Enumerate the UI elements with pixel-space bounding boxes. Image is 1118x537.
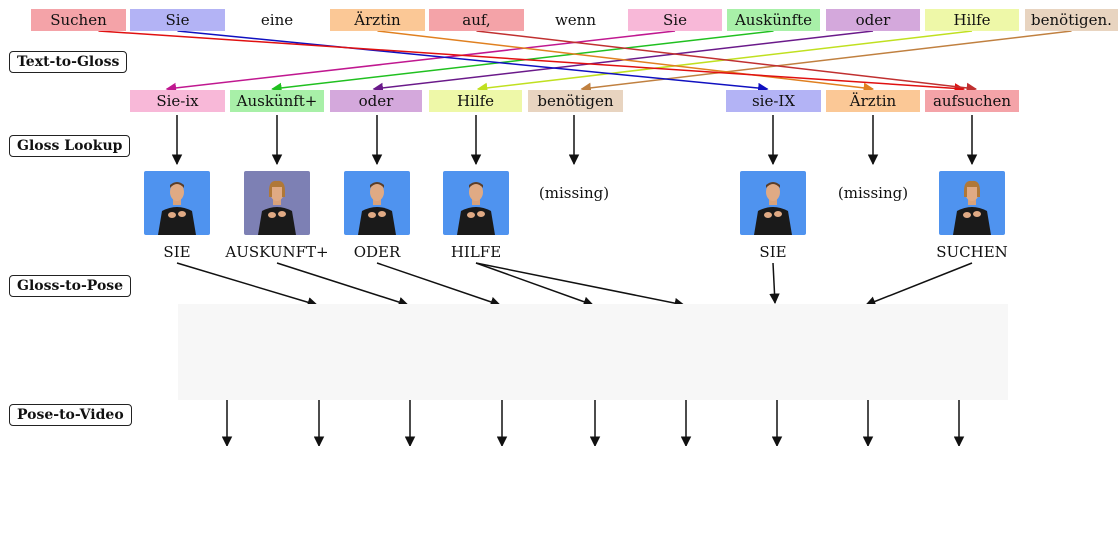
pose-arrow bbox=[769, 262, 780, 305]
missing-entry: (missing) bbox=[837, 184, 909, 202]
source-word: wenn bbox=[528, 9, 623, 31]
stage-label-pose-to-video: Pose-to-Video bbox=[9, 404, 132, 426]
pose-arrow bbox=[475, 262, 594, 307]
source-word: Sie bbox=[130, 9, 225, 31]
video-strip bbox=[178, 446, 1008, 537]
source-word: Auskünfte bbox=[727, 9, 820, 31]
sign-video-thumbnail bbox=[344, 171, 410, 235]
pose-strip bbox=[178, 304, 1008, 400]
sign-video-thumbnail bbox=[740, 171, 806, 235]
gloss-token: Ärztin bbox=[826, 90, 920, 112]
source-word: Ärztin bbox=[330, 9, 425, 31]
pose-arrow bbox=[176, 262, 319, 308]
gloss-caption: ODER bbox=[353, 243, 401, 261]
mapping-arrow bbox=[177, 30, 769, 94]
sign-video-thumbnail bbox=[443, 171, 509, 235]
source-word: Suchen bbox=[31, 9, 126, 31]
mapping-arrow bbox=[98, 30, 966, 94]
source-word: Hilfe bbox=[925, 9, 1019, 31]
gloss-caption: SIE bbox=[163, 243, 191, 261]
sign-video-thumbnail bbox=[244, 171, 310, 235]
gloss-token: Sie-ix bbox=[130, 90, 225, 112]
source-word: oder bbox=[826, 9, 920, 31]
gloss-caption: AUSKUNFT+ bbox=[225, 243, 329, 261]
pose-arrow bbox=[376, 262, 501, 307]
mapping-arrow bbox=[476, 30, 978, 94]
pose-arrow bbox=[475, 262, 686, 309]
gloss-token: benötigen bbox=[528, 90, 623, 112]
pose-arrow bbox=[865, 262, 973, 307]
gloss-caption: SUCHEN bbox=[936, 243, 1008, 261]
sign-video-thumbnail bbox=[939, 171, 1005, 235]
mapping-arrow bbox=[377, 30, 875, 94]
stage-label-gloss-lookup: Gloss Lookup bbox=[9, 135, 131, 157]
stage-label-gloss-to-pose: Gloss-to-Pose bbox=[9, 275, 132, 297]
gloss-token: sie-IX bbox=[726, 90, 821, 112]
missing-entry: (missing) bbox=[538, 184, 610, 202]
source-word: auf, bbox=[429, 9, 524, 31]
gloss-caption: SIE bbox=[759, 243, 787, 261]
source-word: Sie bbox=[628, 9, 722, 31]
gloss-caption: HILFE bbox=[450, 243, 502, 261]
gloss-token: Hilfe bbox=[429, 90, 522, 112]
mapping-arrow bbox=[165, 30, 676, 94]
gloss-token: Auskünft+ bbox=[230, 90, 324, 112]
sign-video-thumbnail bbox=[144, 171, 210, 235]
gloss-token: oder bbox=[330, 90, 422, 112]
stage-label-text-to-gloss: Text-to-Gloss bbox=[9, 51, 128, 73]
source-word: benötigen. bbox=[1025, 9, 1118, 31]
source-word: eine bbox=[229, 9, 325, 31]
gloss-token: aufsuchen bbox=[925, 90, 1019, 112]
pose-arrow bbox=[276, 262, 409, 308]
